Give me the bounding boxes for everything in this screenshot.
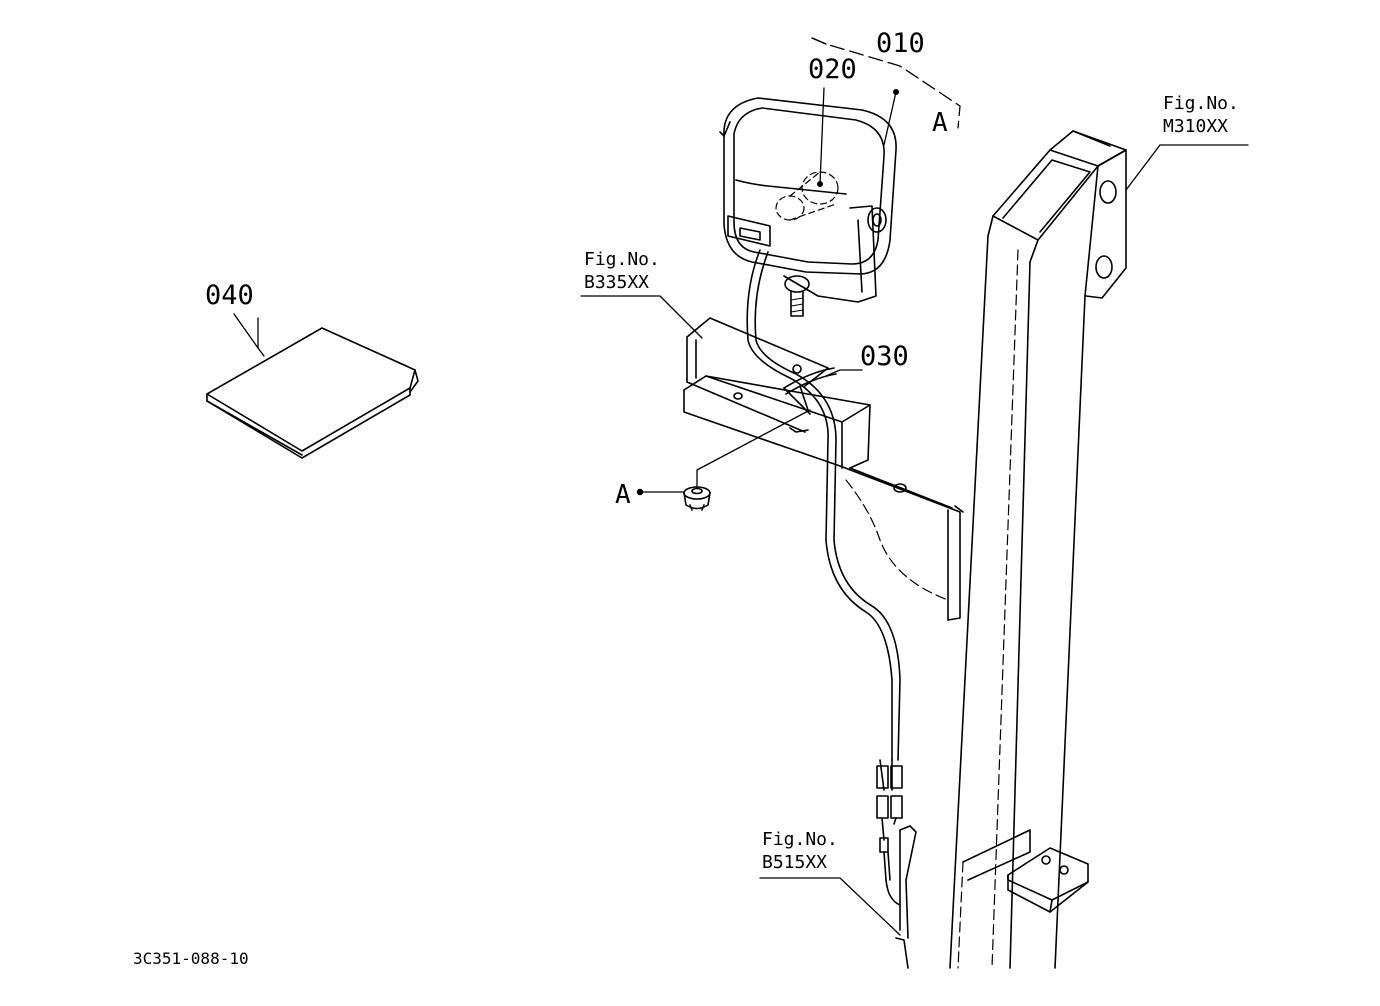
work-lamp-drawing (719, 97, 897, 374)
marker-a-top: A (932, 108, 948, 138)
part-label-030: 030 (860, 341, 909, 372)
fig-ref-b335xx-line2: B335XX (584, 272, 650, 293)
mount-bracket-drawing (683, 317, 964, 621)
flange-nut-drawing (683, 486, 711, 511)
fig-ref-b335xx: Fig.No. B335XX (584, 248, 660, 294)
reference-dot-a-nut (636, 488, 644, 496)
marker-a-nut: A (615, 480, 631, 510)
part-label-040: 040 (205, 280, 254, 311)
fig-ref-m310xx-line2: M310XX (1163, 116, 1229, 137)
main-post-drawing (949, 130, 1127, 969)
part-label-010: 010 (876, 28, 925, 59)
fig-ref-b515xx: Fig.No. B515XX (762, 828, 838, 874)
reference-dot-a-top (893, 89, 899, 95)
drawing-code: 3C351-088-10 (133, 949, 249, 968)
fig-ref-b515xx-line1: Fig.No. (762, 829, 838, 850)
part-label-020: 020 (808, 54, 857, 85)
leader-lines (233, 37, 1249, 936)
fig-ref-b335xx-line1: Fig.No. (584, 249, 660, 270)
fig-ref-m310xx: Fig.No. M310XX (1163, 92, 1239, 138)
operator-manual-drawing (206, 327, 419, 459)
fig-ref-b515xx-line2: B515XX (762, 852, 828, 873)
wire-harness-drawing (746, 249, 917, 969)
fig-ref-m310xx-line1: Fig.No. (1163, 93, 1239, 114)
